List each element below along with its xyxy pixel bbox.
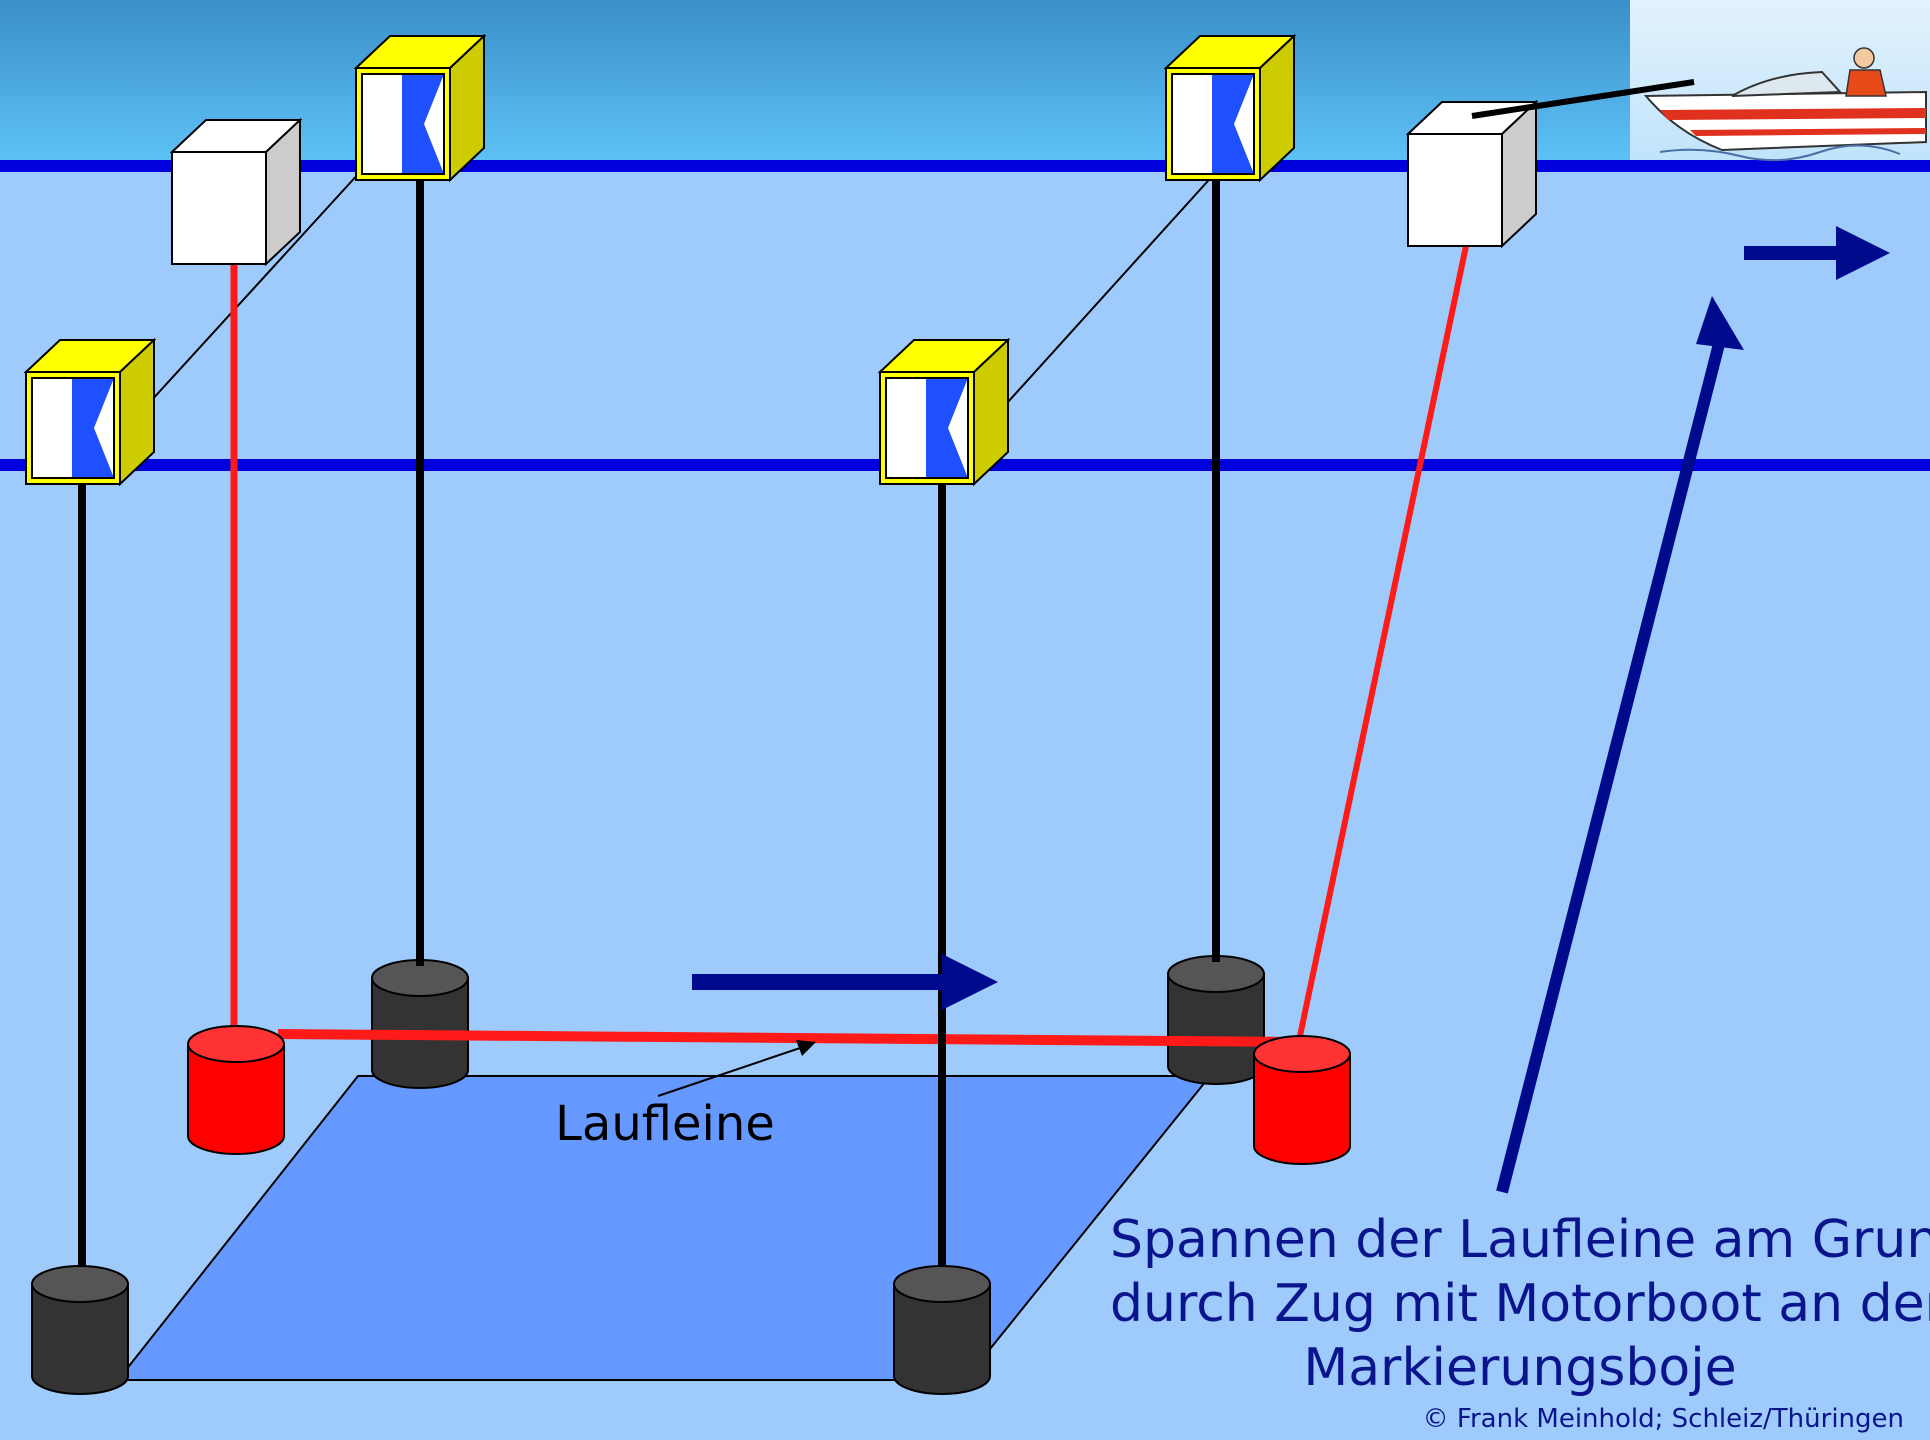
arrow-icon — [692, 954, 998, 1010]
motorboat-icon — [1643, 47, 1927, 162]
dive-flag-buoy-icon — [879, 339, 1009, 485]
caption: Spannen der Laufleine am Grund durch Zug… — [1110, 1208, 1930, 1400]
dive-flag-buoy-icon — [1165, 35, 1295, 181]
laufleine-label: Laufleine — [555, 1096, 775, 1152]
marker-buoy-icon — [1407, 101, 1537, 247]
arrow-icon — [1496, 296, 1744, 1194]
tow-marker-line — [1297, 245, 1469, 1037]
label-pointer — [657, 1045, 807, 1097]
caption-line: durch Zug mit Motorboot an der — [1110, 1274, 1930, 1334]
dive-flag-buoy-icon — [355, 35, 485, 181]
bottom-buoy-icon — [187, 1025, 285, 1155]
tow-rope — [1471, 79, 1695, 119]
marker-buoy-icon — [171, 119, 301, 265]
sky-band — [0, 0, 1930, 166]
bottom-buoy-icon — [1253, 1035, 1351, 1165]
weight-icon — [1167, 955, 1265, 1085]
copyright-notice: © Frank Meinhold; Schleiz/Thüringen — [1422, 1404, 1904, 1434]
caption-line: Markierungsboje — [1303, 1338, 1737, 1398]
connector-line — [1007, 171, 1217, 403]
dive-flag-buoy-icon — [25, 339, 155, 485]
weight-icon — [371, 959, 469, 1089]
laufleine-line — [277, 1029, 1297, 1047]
weight-icon — [893, 1265, 991, 1395]
caption-line: Spannen der Laufleine am Grund — [1110, 1210, 1930, 1270]
label-pointer-head — [796, 1040, 816, 1056]
weight-icon — [31, 1265, 129, 1395]
arrow-icon — [1744, 226, 1890, 280]
connector-line — [149, 171, 361, 403]
